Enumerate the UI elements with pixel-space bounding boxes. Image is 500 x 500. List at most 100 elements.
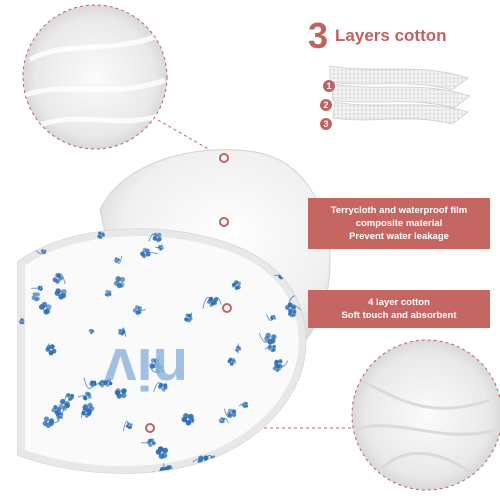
flower-petal: [43, 309, 50, 315]
flower-petal: [292, 452, 298, 457]
flower-petal: [158, 365, 163, 370]
callout-dot: [222, 303, 232, 313]
flower-petal: [115, 257, 118, 260]
flower-petal: [125, 424, 129, 428]
flower-petal: [40, 285, 43, 289]
flower-petal: [287, 302, 293, 308]
flower-petal: [58, 294, 64, 300]
flower-petal: [152, 236, 157, 241]
flower-petal: [119, 276, 126, 283]
flower-petal: [60, 398, 66, 405]
flower-petal: [86, 409, 92, 415]
flower-petal: [278, 359, 283, 364]
flower-petal: [273, 317, 277, 320]
flower-petal: [149, 363, 155, 368]
flower-petal: [158, 245, 161, 248]
callout-dot: [219, 153, 229, 163]
flower-petal: [104, 379, 109, 384]
flower-petal: [121, 329, 125, 333]
front-pad: niv: [17, 228, 307, 478]
flower-petal: [51, 408, 56, 413]
flower-petal: [235, 464, 241, 470]
layer-badge-1: 1: [323, 80, 335, 92]
flower-stem: [295, 454, 306, 461]
flower-petal: [21, 318, 25, 322]
flower-petal: [168, 465, 172, 469]
label-line: Prevent water leakage: [349, 231, 449, 242]
flower-petal: [295, 452, 300, 458]
flower-petal: [32, 292, 37, 297]
flower-stem: [40, 235, 51, 243]
flower-petal: [90, 380, 94, 384]
flower-petal: [66, 393, 71, 397]
flower-petal: [240, 472, 244, 474]
flower-petal: [105, 289, 109, 293]
flower-petal: [228, 357, 233, 362]
flower-petal: [165, 471, 171, 474]
flower-petal: [108, 381, 113, 386]
terry-texture-zoom: [22, 4, 168, 150]
flower-petal: [157, 232, 162, 238]
flower-stem: [137, 309, 146, 311]
flower-petal: [118, 331, 122, 335]
flower-petal: [265, 332, 271, 339]
flower-petal: [121, 392, 127, 398]
flower-petal: [295, 424, 299, 428]
flower-petal: [31, 295, 36, 300]
flower-petal: [48, 350, 54, 356]
flower-petal: [45, 304, 52, 310]
flower-petal: [61, 289, 67, 295]
flower-petal: [102, 380, 106, 384]
flower-petal: [46, 233, 52, 239]
layers-count: 3: [308, 15, 328, 56]
flower-stem: [266, 426, 279, 428]
flower-petal: [98, 231, 102, 235]
flower-petal: [275, 368, 280, 373]
flower-petal: [155, 368, 160, 372]
flower-petal: [41, 301, 48, 308]
flower-petal: [158, 382, 164, 387]
flower-petal: [272, 366, 277, 371]
flower-petal: [214, 297, 219, 302]
flower-petal: [84, 413, 90, 418]
flower-petal: [240, 462, 246, 468]
callout-dot: [145, 423, 155, 433]
flower-petal: [91, 329, 94, 332]
flower-petal: [270, 348, 275, 353]
flower-stem: [77, 395, 88, 398]
flower-petal: [121, 388, 127, 394]
label-line: composite material: [355, 218, 443, 229]
flower-petal: [153, 358, 159, 364]
flower-petal: [301, 389, 305, 393]
flower-petal: [151, 441, 156, 446]
flower-petal: [48, 418, 55, 424]
flower-petal: [288, 308, 293, 314]
layer-badge-3: 3: [320, 118, 332, 130]
layer-badge-2: 2: [320, 99, 332, 111]
flower-petal: [237, 346, 241, 350]
flower-petal: [240, 469, 245, 473]
flower-petal: [104, 292, 108, 297]
flower-petal: [292, 309, 297, 314]
flower-petal: [86, 392, 91, 397]
floral-print: [18, 231, 306, 478]
flower-petal: [117, 258, 120, 261]
flower-petal: [231, 409, 237, 414]
flower-petal: [55, 288, 61, 294]
flower-petal: [57, 415, 61, 419]
layers-title-text: Layers cotton: [335, 26, 447, 45]
flower-petal: [293, 422, 297, 427]
flower-petal: [158, 453, 165, 460]
flower-stem: [239, 403, 246, 407]
label-cotton: 4 layer cotton Soft touch and absorbent: [308, 290, 490, 328]
flower-petal: [242, 474, 246, 478]
flower-petal: [113, 280, 120, 287]
flower-petal: [82, 395, 87, 400]
flower-petal: [18, 320, 22, 323]
flower-stem: [294, 422, 306, 430]
flower-petal: [38, 285, 41, 289]
flower-petal: [238, 461, 244, 467]
flower-petal: [146, 252, 151, 257]
callout-dot: [219, 217, 229, 227]
flower-petal: [286, 424, 290, 428]
